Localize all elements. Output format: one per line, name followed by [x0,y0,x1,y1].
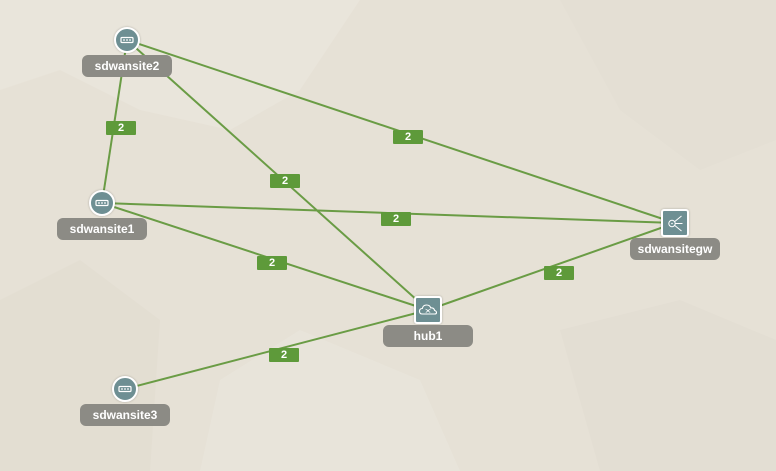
node-label: hub1 [383,325,473,347]
router-icon [114,27,140,53]
link-label[interactable]: 2 [270,174,300,188]
link-label[interactable]: 2 [257,256,287,270]
node-label: sdwansite3 [80,404,170,426]
cloud-hub-icon [414,296,442,324]
router-icon [89,190,115,216]
link-label[interactable]: 2 [269,348,299,362]
router-icon [112,376,138,402]
node-label: sdwansitegw [630,238,720,260]
gateway-icon [661,209,689,237]
link-label[interactable]: 2 [381,212,411,226]
node-label: sdwansite2 [82,55,172,77]
link-label[interactable]: 2 [106,121,136,135]
node-label: sdwansite1 [57,218,147,240]
link-label[interactable]: 2 [393,130,423,144]
link-label[interactable]: 2 [544,266,574,280]
